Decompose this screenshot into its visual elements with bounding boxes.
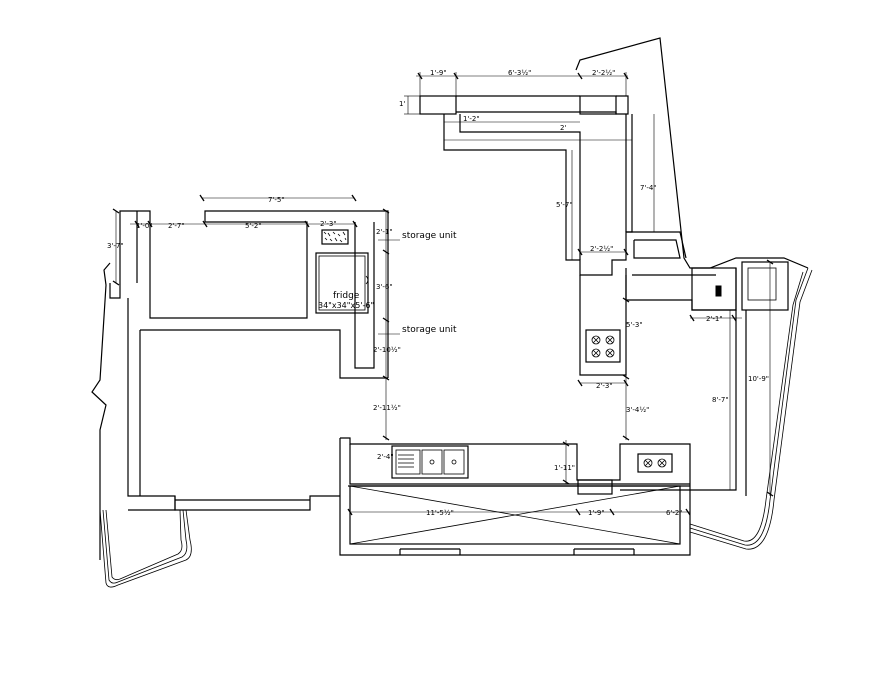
dim-label: 1' <box>399 100 405 108</box>
dim-label: 2'-10½" <box>373 346 401 354</box>
dim-label: 6'-2" <box>666 509 683 517</box>
dim-label: 1'-11" <box>554 464 575 472</box>
dim-label: 1'-0" <box>136 222 153 230</box>
burner-icon <box>643 458 653 468</box>
dim-label: 2'-3" <box>320 220 337 228</box>
dimension-lines <box>112 72 774 516</box>
dimension-labels: 1'-9" 6'-3½" 2'-2½" 1' 1'-2" 2' 7'-4" 5'… <box>107 69 769 517</box>
burner-icon <box>657 458 667 468</box>
dim-label: 7'-4" <box>640 184 657 192</box>
dim-label: 3'-4½" <box>626 406 649 414</box>
dim-label: 1'-9" <box>430 69 447 77</box>
right-structure <box>620 261 813 550</box>
burner-icon <box>605 348 615 358</box>
dim-label: 2'-3" <box>596 382 613 390</box>
dim-label: 2'-7" <box>168 222 185 230</box>
dim-label: 2'-2½" <box>590 245 613 253</box>
burner-icon <box>591 348 601 358</box>
double-sink <box>391 445 469 479</box>
fridge-size: 34"x34"x5'-6" <box>318 301 374 310</box>
dim-label: 1'-2" <box>463 115 480 123</box>
dim-label: 11'-5½" <box>426 509 454 517</box>
drain-icon <box>451 459 457 465</box>
dim-label: 5'-3" <box>626 321 643 329</box>
dim-label: 5'-2" <box>245 222 262 230</box>
left-room-walls <box>91 210 389 588</box>
dim-label: 2'-1" <box>376 228 393 236</box>
storage-unit-label-top: storage unit <box>402 231 457 241</box>
dim-label: 3'-7" <box>107 242 124 250</box>
dim-label: 1'-9" <box>588 509 605 517</box>
burner-icon <box>605 335 615 345</box>
storage-unit-label-bottom: storage unit <box>402 325 457 335</box>
dim-label: 7'-5" <box>268 196 285 204</box>
dim-label: 6'-3½" <box>508 69 531 77</box>
dim-label: 2' <box>560 124 566 132</box>
burner-icon <box>591 335 601 345</box>
dim-label: 10'-9" <box>748 375 769 383</box>
dim-label: 8'-7" <box>712 396 729 404</box>
dim-label: 2'-11½" <box>373 404 401 412</box>
dim-label: 5'-7" <box>556 201 573 209</box>
dim-label: 2'-1" <box>706 315 723 323</box>
fridge-title: fridge <box>333 291 360 301</box>
dim-label: 3'-6" <box>376 283 393 291</box>
two-burner-hob <box>637 453 673 473</box>
upper-corridor-walls <box>419 37 809 276</box>
cooktop-counter <box>579 275 627 376</box>
fridge: fridge 34"x34"x5'-6" <box>315 252 374 314</box>
drain-icon <box>429 459 435 465</box>
dim-label: 2'-4" <box>377 453 394 461</box>
dim-label: 2'-2½" <box>592 69 615 77</box>
hatched-cabinet <box>321 229 349 245</box>
